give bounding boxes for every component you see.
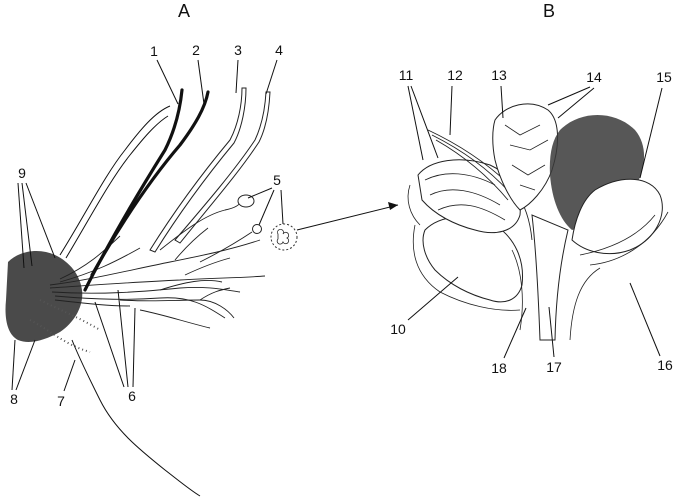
label-4: 4 xyxy=(275,42,283,58)
bulb-dashed-circle xyxy=(271,224,297,250)
label-13: 13 xyxy=(491,67,507,83)
bulb-small xyxy=(253,225,262,234)
connector-arrowhead xyxy=(388,202,398,210)
panel-label-a: A xyxy=(178,1,190,21)
label-12: 12 xyxy=(447,67,463,83)
label-6: 6 xyxy=(128,388,136,404)
label-1: 1 xyxy=(150,43,158,59)
panel-label-b: B xyxy=(543,1,555,21)
label-17: 17 xyxy=(546,359,562,375)
label-7: 7 xyxy=(57,393,65,409)
process-7 xyxy=(72,340,200,496)
connector-line xyxy=(297,205,398,230)
label-10: 10 xyxy=(390,321,406,337)
panel-b-drawing xyxy=(408,104,668,340)
label-8: 8 xyxy=(10,391,18,407)
label-9: 9 xyxy=(18,165,26,181)
process-4 xyxy=(175,92,270,243)
label-5: 5 xyxy=(273,172,281,188)
label-14: 14 xyxy=(586,69,602,85)
panel-a-drawing xyxy=(6,88,298,496)
label-18: 18 xyxy=(491,360,507,376)
label-16: 16 xyxy=(657,357,673,373)
label-15: 15 xyxy=(656,69,672,85)
label-11: 11 xyxy=(399,67,414,83)
label-2: 2 xyxy=(192,42,200,58)
process-3 xyxy=(150,88,246,252)
label-3: 3 xyxy=(234,42,242,58)
process-2 xyxy=(92,92,208,275)
